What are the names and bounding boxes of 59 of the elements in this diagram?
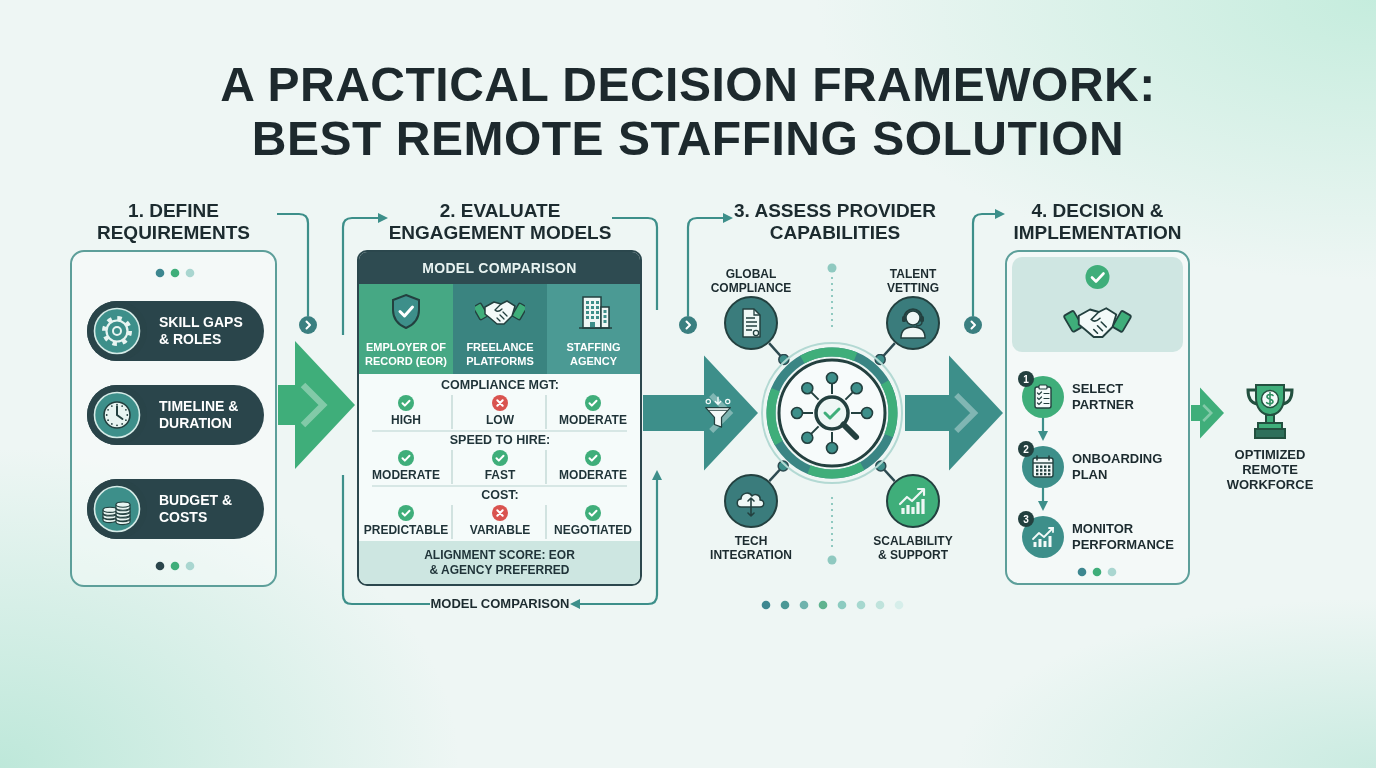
connector-line bbox=[277, 212, 310, 316]
goal-label: OPTIMIZED REMOTE WORKFORCE bbox=[1226, 447, 1314, 492]
loop-label: MODEL COMPARISON bbox=[430, 596, 570, 612]
number-badge: 1 bbox=[1018, 371, 1034, 387]
step-label: ONBOARDING PLAN bbox=[1072, 451, 1164, 483]
column-header bbox=[359, 284, 453, 374]
number-badge: 2 bbox=[1018, 441, 1034, 457]
capability-label: SCALABILITY & SUPPORT bbox=[872, 534, 954, 562]
rating-label: MODERATE bbox=[371, 468, 441, 482]
section-heading: 2. EVALUATE ENGAGEMENT MODELS bbox=[388, 200, 612, 244]
connector-line bbox=[768, 460, 789, 482]
column-label: FREELANCE PLATFORMS bbox=[465, 341, 535, 368]
arrow bbox=[341, 213, 388, 335]
section-heading: 3. ASSESS PROVIDER CAPABILITIES bbox=[733, 200, 937, 244]
rating-label: MODERATE bbox=[558, 413, 628, 427]
capability-label: GLOBAL COMPLIANCE bbox=[710, 267, 792, 295]
connector-line bbox=[341, 475, 430, 606]
number-badge: 3 bbox=[1018, 511, 1034, 527]
requirement-pill bbox=[87, 479, 264, 539]
capability-label: TALENT VETTING bbox=[886, 267, 940, 295]
pill-label: SKILL GAPS & ROLES bbox=[159, 314, 244, 348]
requirement-pill bbox=[87, 301, 264, 361]
arrow bbox=[686, 213, 733, 316]
table-title-bar: MODEL COMPARISON bbox=[359, 252, 640, 284]
step-label: MONITOR PERFORMANCE bbox=[1072, 521, 1175, 553]
row-heading: COMPLIANCE MGT: bbox=[440, 378, 560, 393]
rating-label: FAST bbox=[484, 468, 516, 482]
column-label: EMPLOYER OF RECORD (EOR) bbox=[364, 341, 448, 368]
connector-line bbox=[612, 216, 659, 310]
column-label: STAFFING AGENCY bbox=[565, 341, 622, 368]
capability-label: TECH INTEGRATION bbox=[709, 534, 793, 562]
arrow bbox=[1038, 418, 1048, 441]
row-heading: SPEED TO HIRE: bbox=[449, 433, 551, 448]
connector-line bbox=[874, 342, 896, 366]
pill-label: TIMELINE & DURATION bbox=[159, 398, 240, 432]
page-title: A PRACTICAL DECISION FRAMEWORK: BEST REMOTE STAFFING SOLUTION bbox=[219, 58, 1157, 166]
rating-label: LOW bbox=[485, 413, 515, 427]
alignment-banner: ALIGNMENT SCORE: EOR & AGENCY PREFERRED bbox=[359, 541, 640, 584]
arrow bbox=[570, 470, 662, 609]
rating-label: HIGH bbox=[390, 413, 422, 427]
network-hub-icon bbox=[760, 341, 904, 485]
rating-label: MODERATE bbox=[558, 468, 628, 482]
rating-label: NEGOTIATED bbox=[553, 523, 633, 537]
column-header bbox=[453, 284, 547, 374]
requirement-pill bbox=[87, 385, 264, 445]
flow-arrow bbox=[1191, 386, 1226, 440]
rating-label: PREDICTABLE bbox=[363, 523, 449, 537]
section-heading: 1. DEFINE REQUIREMENTS bbox=[96, 200, 251, 244]
arrow bbox=[1038, 488, 1048, 511]
arrow bbox=[971, 209, 1005, 316]
connector-line bbox=[875, 460, 896, 482]
section-heading: 4. DECISION & IMPLEMENTATION bbox=[1012, 200, 1183, 244]
connector-line bbox=[768, 342, 790, 366]
step-label: SELECT PARTNER bbox=[1072, 381, 1135, 413]
pill-label: BUDGET & COSTS bbox=[159, 492, 234, 526]
comparison-table bbox=[357, 250, 642, 586]
row-heading: COST: bbox=[480, 488, 520, 503]
column-header bbox=[547, 284, 640, 374]
rating-label: VARIABLE bbox=[469, 523, 531, 537]
